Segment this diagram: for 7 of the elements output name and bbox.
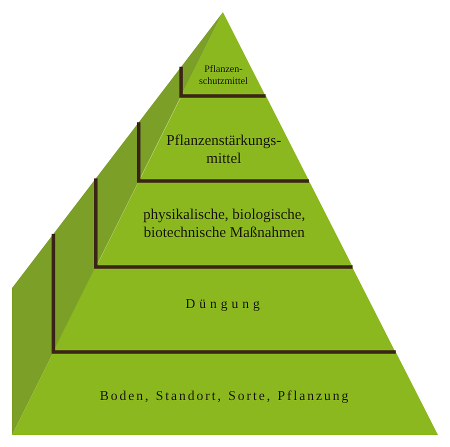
pyramid-tier (53, 267, 396, 352)
tier-label: Pflanzenstärkungs- mittel (165, 132, 282, 168)
tier-label: Düngung (185, 296, 264, 312)
pyramid-tier (12, 352, 438, 435)
tier-label: physikalische, biologische, biotechnische Maßnahmen (142, 206, 306, 242)
tier-label: Pflanzen- schutzmittel (198, 64, 249, 88)
tier-label: Boden, Standort, Sorte, Pflanzung (100, 388, 350, 404)
